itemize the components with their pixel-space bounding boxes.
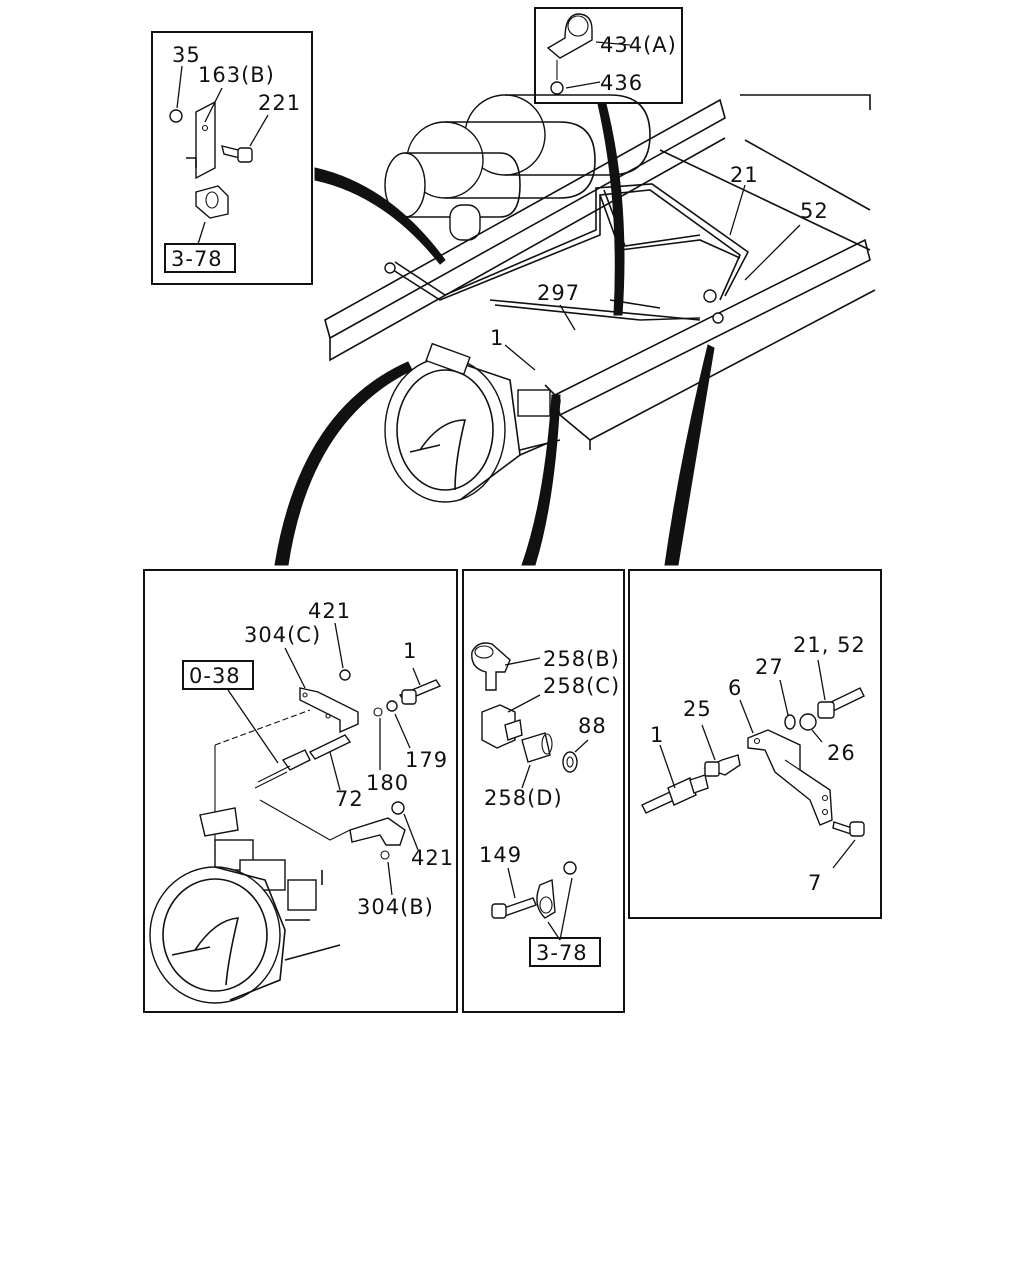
label-27: 27 <box>755 655 784 679</box>
label-26: 26 <box>827 741 856 765</box>
label-421-lower: 421 <box>411 846 454 870</box>
ref-0-38: 0-38 <box>189 664 241 688</box>
label-436: 436 <box>600 71 643 95</box>
connector-bottom-center <box>521 394 561 566</box>
inset-bottom-left-frame <box>143 569 458 1013</box>
callout-connectors <box>274 103 715 566</box>
label-258b: 258(B) <box>543 647 620 671</box>
ref-box-top-left <box>164 243 236 273</box>
label-88: 88 <box>578 714 607 738</box>
inset-bottom-left: 0-38 421 304(C) 1 179 180 72 421 304(B) <box>143 569 458 1013</box>
label-258d: 258(D) <box>484 786 563 810</box>
label-421-upper: 421 <box>308 599 351 623</box>
main-assembly: 21 52 297 1 <box>324 94 876 503</box>
label-21: 21 <box>730 163 759 187</box>
leader-297 <box>559 304 576 331</box>
ref-box-bottom-center <box>529 937 601 967</box>
label-258c: 258(C) <box>543 674 620 698</box>
inset-bottom-right-frame <box>628 569 882 919</box>
hydraulic-lines <box>384 183 750 324</box>
leader-52 <box>744 224 801 281</box>
label-6: 6 <box>728 676 742 700</box>
label-1-bottom-right: 1 <box>650 723 664 747</box>
label-163b: 163(B) <box>198 63 275 87</box>
inset-top-left-frame <box>151 31 313 285</box>
inset-top-left: 35 163(B) 221 3-78 <box>151 31 313 285</box>
connector-bottom-right <box>664 344 715 566</box>
frame-rail-upper <box>324 94 871 362</box>
label-434a: 434(A) <box>600 33 677 57</box>
inset-bottom-right: 21, 52 27 6 25 1 26 7 <box>628 569 882 919</box>
ref-3-78-bottom-center: 3-78 <box>536 941 588 965</box>
label-1-main: 1 <box>490 326 504 350</box>
label-149: 149 <box>479 843 522 867</box>
label-25: 25 <box>683 697 712 721</box>
leader-1-main <box>504 344 536 371</box>
label-304b: 304(B) <box>357 895 434 919</box>
leader-21 <box>729 184 746 236</box>
label-304c: 304(C) <box>244 623 321 647</box>
label-72: 72 <box>335 787 364 811</box>
compressor <box>384 342 561 503</box>
inset-top-center: 434(A) 436 <box>534 7 683 104</box>
label-35: 35 <box>172 43 201 67</box>
inset-bottom-center: 3-78 258(B) 258(C) 88 258(D) 149 <box>462 569 625 1013</box>
inset-top-center-frame <box>534 7 683 104</box>
connector-top-left <box>314 167 446 265</box>
label-52: 52 <box>800 199 829 223</box>
label-297: 297 <box>537 281 580 305</box>
connector-bottom-left <box>274 361 413 566</box>
ref-3-78-top-left: 3-78 <box>171 247 223 271</box>
ref-box-0-38 <box>182 660 254 690</box>
label-1-bottom-left: 1 <box>403 639 417 663</box>
label-179: 179 <box>405 748 448 772</box>
inset-bottom-center-frame <box>462 569 625 1013</box>
tank-cylinders <box>384 94 651 241</box>
label-7: 7 <box>808 871 822 895</box>
label-180: 180 <box>366 771 409 795</box>
compressor-detail <box>149 807 341 1004</box>
connector-top-center <box>597 103 625 316</box>
label-21-52: 21, 52 <box>793 633 866 657</box>
label-221: 221 <box>258 91 301 115</box>
